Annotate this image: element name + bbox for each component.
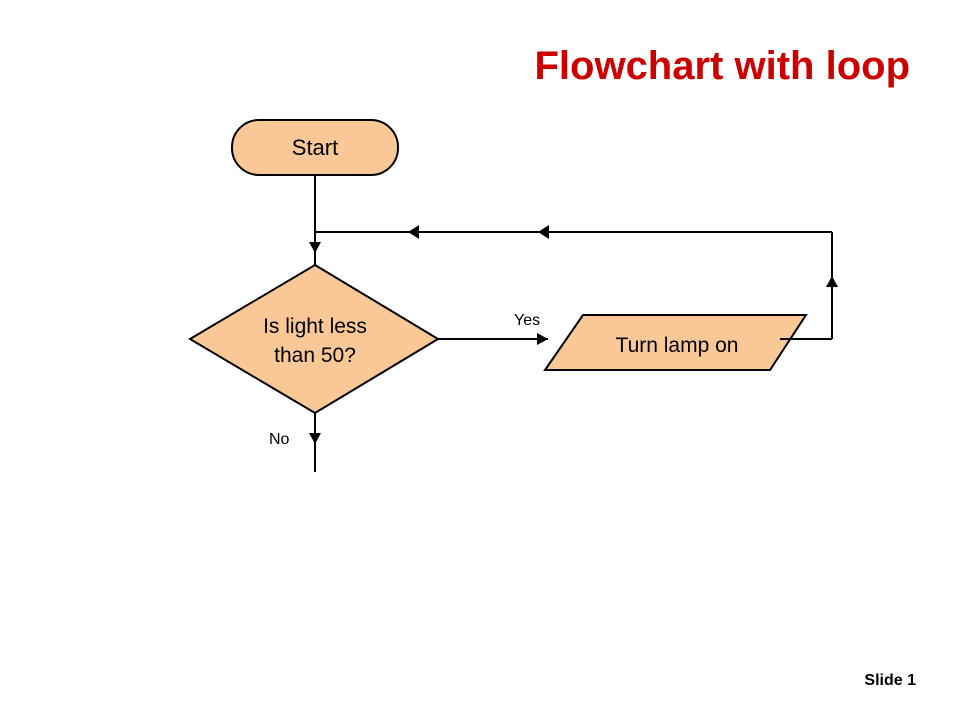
yes-arrowhead	[537, 333, 548, 345]
process-label: Turn lamp on	[616, 334, 739, 357]
loop-arrowhead-left-2	[538, 225, 549, 239]
no-label: No	[269, 431, 290, 448]
start-terminator: Start	[231, 119, 399, 176]
process-parallelogram: Turn lamp on	[543, 314, 808, 371]
decision-label-line-1: Is light less	[263, 315, 367, 338]
decision-diamond: Is light less than 50?	[188, 263, 440, 415]
loop-arrowhead-left-1	[408, 225, 419, 239]
start-label: Start	[292, 135, 338, 160]
yes-label: Yes	[514, 312, 540, 329]
slide-title: Flowchart with loop	[534, 44, 910, 88]
no-arrowhead	[309, 433, 321, 444]
decision-label-line-2: than 50?	[274, 344, 356, 367]
slide-number: Slide 1	[864, 672, 916, 689]
loop-up-arrowhead	[826, 276, 838, 287]
decision-entry-arrowhead	[309, 242, 321, 253]
